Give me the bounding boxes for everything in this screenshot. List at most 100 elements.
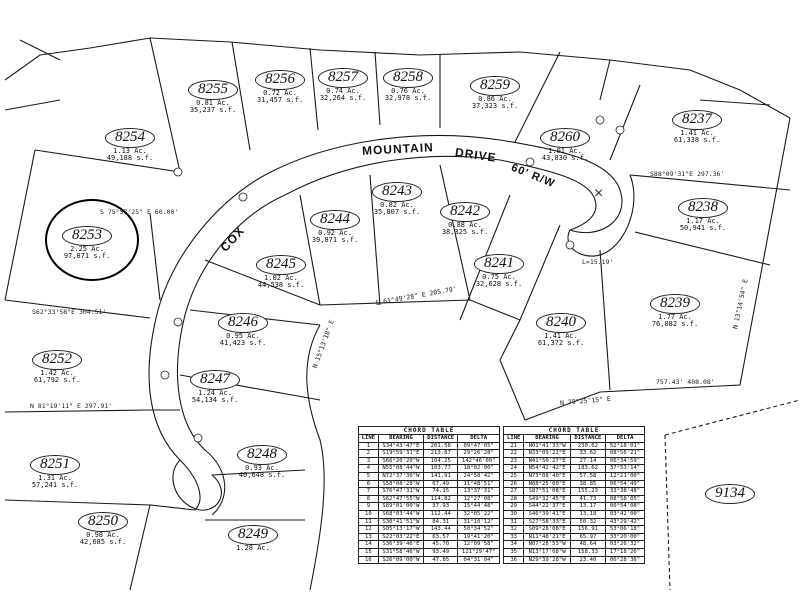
table-cell: 03°26'32" — [605, 540, 645, 549]
lot-acreage: 1.02 Ac. — [264, 273, 298, 282]
table-cell: 45.70 — [423, 540, 459, 549]
lot-sqft: 37,323 s.f. — [471, 102, 519, 111]
table-cell: S62°47'55"W — [377, 494, 425, 504]
table-cell: 53°06'18" — [605, 525, 645, 534]
boundary-east — [524, 117, 791, 421]
table-cell: 22 — [502, 449, 525, 458]
lot-acreage: 2.25 Ac. — [70, 244, 104, 253]
table-cell: 31 — [502, 517, 525, 527]
table-cell: 213.87 — [423, 449, 459, 458]
table-cell: S09°28'08"E — [523, 525, 571, 534]
table-cell: 230.62 — [569, 441, 607, 451]
table-cell: 18°02'00" — [457, 464, 500, 473]
table-cell: 47.85 — [423, 555, 459, 565]
lot-sqft: 76,882 s.f. — [651, 320, 699, 329]
table-cell: 183.62 — [569, 464, 607, 473]
lot-line — [699, 99, 771, 106]
table-cell: 08°58'05" — [605, 494, 645, 504]
lot-number: 8243 — [372, 182, 422, 202]
table-cell: S68°03'44"W — [377, 509, 425, 519]
lot-acreage: 0.76 Ac. — [391, 86, 425, 95]
lot-number: 8258 — [383, 68, 433, 88]
survey-cross: × — [594, 185, 603, 202]
table-cell: N72°37'36"W — [377, 471, 425, 481]
lot-acreage: 0.74 Ac. — [326, 86, 360, 95]
lot-sqft: 57,241 s.f. — [31, 481, 79, 490]
lot-number: 8257 — [318, 68, 368, 88]
table-cell: N11°48'21"E — [523, 532, 571, 542]
lot-line — [204, 259, 321, 306]
lot-sqft: 39,871 s.f. — [311, 236, 359, 245]
lot-line — [299, 194, 321, 306]
table-cell: 112.44 — [423, 509, 459, 519]
table-cell: 141.91 — [423, 471, 459, 481]
lot-number: 8250 — [78, 512, 128, 532]
lot-acreage: 1.13 Ac. — [113, 146, 147, 155]
lot-line — [629, 174, 791, 191]
lot-sqft: 35,807 s.f. — [373, 208, 421, 217]
lot-number: 8239 — [650, 294, 700, 314]
table-cell: 13.17 — [569, 502, 607, 511]
lot-sqft: 38,325 s.f. — [441, 228, 489, 237]
table-cell: S31°58'46"W — [377, 547, 425, 557]
table-cell: 93.49 — [423, 547, 459, 557]
table-cell: 08°56'21" — [605, 449, 645, 458]
table-cell: 37.93 — [423, 502, 459, 511]
table-cell: 103.77 — [423, 464, 459, 473]
table-cell: 50.32 — [569, 517, 607, 527]
lot-sqft: 32,264 s.f. — [319, 94, 367, 103]
table-cell: 15°44'48" — [457, 502, 500, 511]
chord-table-right: CHORD TABLE LINE BEARING DISTANCE DELTA … — [502, 426, 645, 565]
table-cell: S34°43'47"E — [377, 441, 425, 451]
table-cell: S44°22'37"E — [523, 502, 571, 511]
lot-line — [599, 59, 611, 101]
table-cell: 29°26'28" — [457, 449, 500, 458]
table-cell: N07°28'53"W — [523, 540, 571, 549]
lot-acreage: 1.01 Ac. — [548, 146, 582, 155]
lot-line — [4, 299, 151, 319]
table-cell: 27.14 — [569, 456, 607, 466]
table-cell: 33°20'00" — [605, 532, 645, 542]
col-header: DISTANCE — [423, 434, 459, 443]
table-cell: 158.33 — [569, 547, 607, 557]
table-cell: 155.23 — [569, 487, 607, 496]
table-cell: 12 — [358, 525, 379, 534]
table-cell: N41°50'27"E — [523, 456, 571, 466]
lot-sqft: 42,685 s.f. — [79, 538, 127, 547]
table-cell: 65.97 — [569, 532, 607, 542]
lot-number: 8260 — [540, 128, 590, 148]
curve-marker — [193, 433, 203, 443]
lot-line — [231, 41, 251, 151]
lot-number: 8238 — [678, 198, 728, 218]
chord-table-title: CHORD TABLE — [503, 426, 645, 434]
lot-acreage: 0.95 Ac. — [226, 331, 260, 340]
table-cell: 13 — [358, 532, 379, 542]
lot-acreage: 1.41 Ac. — [680, 128, 714, 137]
table-cell: 14 — [358, 540, 379, 549]
table-cell: 4 — [358, 464, 379, 473]
col-header: BEARING — [377, 434, 425, 443]
table-cell: 36 — [502, 555, 525, 565]
lot-acreage: 1.77 Ac. — [658, 312, 692, 321]
lot-line — [369, 174, 381, 306]
lot-acreage: 0.72 Ac. — [263, 88, 297, 97]
table-cell: 6 — [358, 479, 379, 489]
